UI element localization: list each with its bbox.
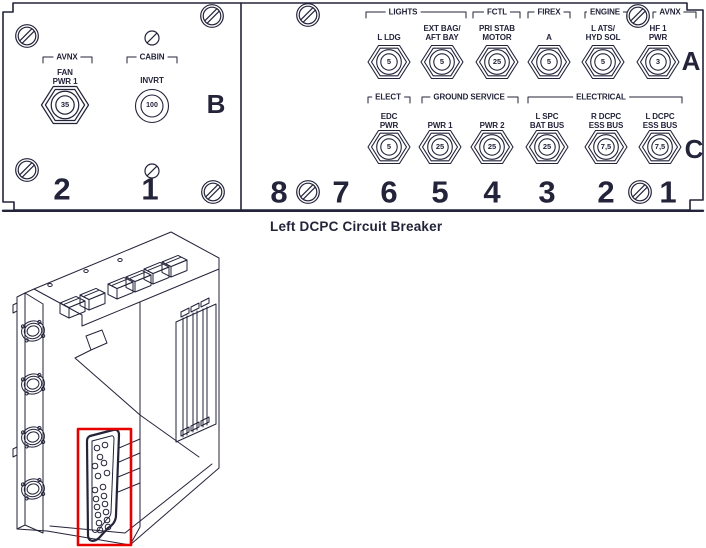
breaker-label-line: L ATS/ — [591, 24, 615, 33]
breaker-value: 25 — [435, 142, 445, 151]
breaker-label-line: R DCPC — [590, 112, 622, 121]
breaker-value: 5 — [386, 142, 392, 151]
column-number: 3 — [538, 174, 556, 210]
group-label-firex: FIREX — [534, 7, 564, 17]
group-label-elect: ELECT — [372, 92, 404, 102]
breaker-label-line: MOTOR — [482, 33, 512, 42]
breaker-label-edc-pwr: EDC PWR — [380, 112, 398, 130]
breaker-label-line: FAN — [57, 68, 73, 77]
breaker-value: 3 — [655, 57, 661, 66]
breaker-label-hf1-pwr: HF 1 PWR — [649, 24, 667, 42]
column-number: 8 — [270, 174, 288, 210]
breaker-label-pwr1: PWR 1 — [428, 121, 453, 130]
panel-screws — [15, 3, 652, 204]
group-label-fctl: FCTL — [483, 7, 511, 17]
breaker-value: 7,5 — [654, 142, 666, 151]
breaker-label-r-dcpc: R DCPC ESS BUS — [588, 112, 624, 130]
breaker-label-line: L SPC — [535, 112, 559, 121]
breaker-label-line: PWR — [379, 121, 399, 130]
breaker-label-fan-pwr1: FAN PWR 1 — [53, 68, 78, 86]
breaker-label-line: ESS BUS — [588, 121, 624, 130]
breaker-label-line: PWR 2 — [479, 121, 505, 130]
screw-icon — [628, 180, 652, 204]
screw-icon — [15, 24, 39, 48]
group-label-avnx-right: AVNX — [656, 7, 684, 17]
column-number: 2 — [597, 174, 615, 210]
breaker-value: 25 — [492, 57, 502, 66]
breaker-label-ext-bag: EXT BAG/ AFT BAY — [424, 24, 461, 42]
breaker-label-line: PWR — [648, 33, 668, 42]
column-number: 4 — [483, 174, 501, 210]
breaker-value: 5 — [439, 57, 445, 66]
row-letter-c: C — [684, 134, 704, 164]
breaker-label-line: L DCPC — [645, 112, 675, 121]
group-label-engine: ENGINE — [586, 7, 624, 17]
group-label-cabin: CABIN — [136, 52, 168, 62]
breaker-label-line: HF 1 — [649, 24, 667, 33]
screw-icon — [144, 30, 160, 46]
dcpc-unit-isometric-drawing — [12, 231, 220, 546]
breaker-label-l-spc: L SPC BAT BUS — [530, 112, 564, 130]
screw-icon — [626, 4, 650, 28]
column-number: 1 — [141, 171, 159, 207]
column-number: 5 — [431, 174, 449, 210]
column-number: 7 — [332, 174, 350, 210]
breaker-label-line: INVRT — [140, 76, 164, 85]
row-letter-b: B — [206, 89, 226, 119]
breaker-label-line: AFT BAY — [425, 33, 459, 42]
breaker-label-line: EXT BAG/ — [423, 24, 461, 33]
highlight-box — [76, 427, 133, 547]
screw-icon — [15, 158, 39, 182]
screw-icon — [296, 3, 320, 27]
breaker-value: 5 — [546, 57, 552, 66]
breaker-label-pri-stab: PRI STAB MOTOR — [479, 24, 515, 42]
breaker-label-l-ats: L ATS/ HYD SOL — [586, 24, 621, 42]
breaker-value: 7,5 — [600, 142, 612, 151]
breaker-label-line: A — [546, 33, 552, 42]
breaker-label-line: PRI STAB — [479, 24, 515, 33]
screw-icon — [200, 4, 224, 28]
breaker-label-line: BAT BUS — [529, 121, 565, 130]
figure-caption: Left DCPC Circuit Breaker — [270, 219, 443, 234]
breaker-label-line: HYD SOL — [585, 33, 621, 42]
column-number: 1 — [659, 174, 677, 210]
breaker-access-panel — [85, 428, 141, 542]
group-label-electrical: ELECTRICAL — [573, 92, 629, 102]
breaker-label-line: L LDG — [377, 33, 401, 42]
column-number: 2 — [53, 171, 71, 207]
group-label-ground-service: GROUND SERVICE — [430, 92, 508, 102]
breaker-label-line: PWR 1 — [427, 121, 453, 130]
breaker-label-line: EDC — [380, 112, 398, 121]
panel-outline — [1, 2, 705, 212]
row-letter-a: A — [681, 46, 701, 76]
breaker-label-pwr2: PWR 2 — [480, 121, 505, 130]
group-label-lights: LIGHTS — [385, 7, 421, 17]
breaker-value: 5 — [600, 57, 606, 66]
breaker-symbols — [40, 44, 682, 165]
breaker-value: 5 — [386, 57, 392, 66]
breaker-label-line: PWR 1 — [52, 77, 78, 86]
breaker-value: 100 — [146, 102, 158, 109]
breaker-value: 35 — [60, 100, 70, 109]
column-number: 6 — [380, 174, 398, 210]
breaker-value: 25 — [542, 142, 552, 151]
breaker-label-line: ESS BUS — [642, 121, 678, 130]
screw-icon — [296, 180, 320, 204]
screw-icon — [201, 180, 225, 204]
breaker-label-a: A — [546, 33, 552, 42]
group-label-avnx: AVNX — [53, 52, 81, 62]
panel-breaker-buttons — [91, 441, 112, 534]
breaker-label-l-dcpc: L DCPC ESS BUS — [642, 112, 678, 130]
breaker-label-invrt: INVRT — [140, 76, 164, 85]
breaker-value: 25 — [487, 142, 497, 151]
breaker-label-l-ldg: L LDG — [377, 33, 400, 42]
